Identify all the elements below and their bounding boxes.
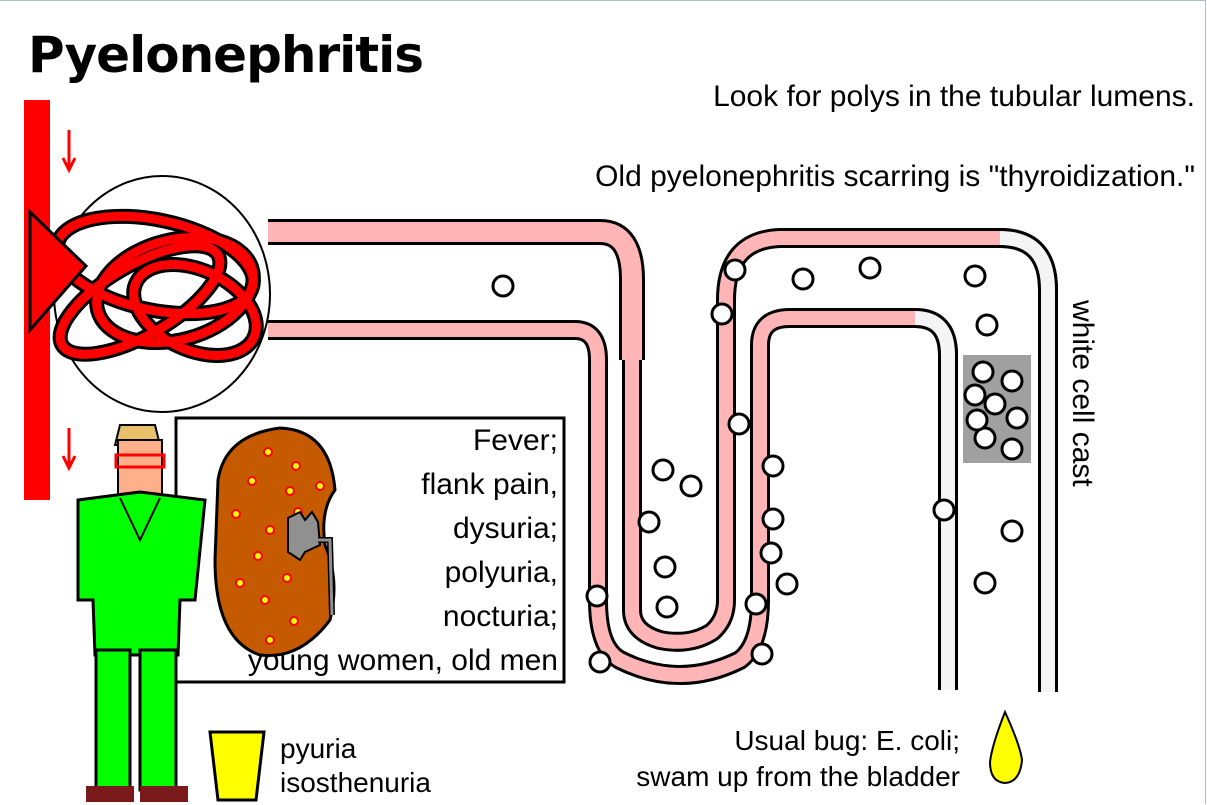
down-arrow-icon: [63, 428, 75, 468]
bug-note-line-1: Usual bug: E. coli;: [734, 725, 960, 756]
note-scarring: Old pyelonephritis scarring is "thyroidi…: [595, 160, 1195, 193]
note-polys: Look for polys in the tubular lumens.: [713, 80, 1195, 113]
symptom-line: flank pain,: [421, 468, 558, 501]
symptom-line: young women, old men: [248, 644, 558, 677]
symptom-line: nocturia;: [443, 600, 558, 633]
down-arrow-icon: [63, 130, 75, 170]
urine-cup-icon: [210, 732, 264, 800]
symptom-line: polyuria,: [445, 556, 558, 589]
finding-isosthenuria: isosthenuria: [280, 767, 431, 798]
bug-note-line-2: swam up from the bladder: [636, 761, 960, 792]
kidney-icon: [215, 428, 335, 656]
page-title: Pyelonephritis: [28, 26, 423, 84]
cast-label: white cell cast: [1066, 299, 1099, 487]
finding-pyuria: pyuria: [280, 733, 357, 764]
symptom-line: dysuria;: [453, 512, 558, 545]
symptom-line: Fever;: [473, 424, 558, 457]
urine-drop-icon: [990, 712, 1022, 783]
